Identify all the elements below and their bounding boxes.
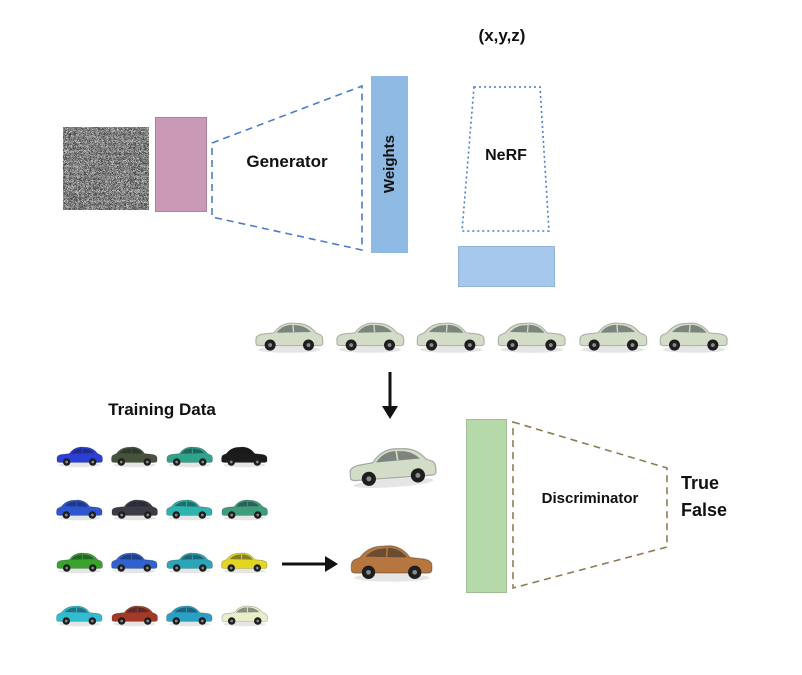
false-label: False: [681, 500, 728, 520]
generator-trapezoid: [211, 84, 363, 251]
latent-block: [155, 117, 207, 212]
car-image: [52, 534, 107, 587]
generator-outline: [211, 84, 363, 251]
nerf-outline: [461, 86, 550, 232]
right-arrow: [282, 554, 338, 574]
generated-sample-image: [339, 421, 444, 506]
rendered-views-row: [250, 303, 736, 367]
car-image: [107, 534, 162, 587]
noise-texture: [63, 127, 149, 210]
training-data-label: Training Data: [108, 400, 216, 419]
car-image: [250, 303, 328, 365]
car-image: [412, 303, 490, 365]
car-image: [217, 481, 272, 534]
down-arrow: [378, 372, 402, 420]
car-image: [162, 534, 217, 587]
car-image: [217, 428, 272, 481]
car-image: [107, 428, 162, 481]
car-image: [52, 428, 107, 481]
car-image: [52, 587, 107, 640]
car-image: [574, 303, 652, 365]
right-arrow-head: [325, 556, 338, 572]
car-image: [493, 303, 571, 365]
car-image: [52, 481, 107, 534]
car-image: [331, 303, 409, 365]
right-arrow-shaft: [282, 562, 326, 566]
car-image: [162, 428, 217, 481]
real-sample-image: [345, 528, 439, 590]
discriminator-input-block: [466, 419, 507, 593]
training-data-grid: [52, 428, 272, 640]
nerf-output-block: [458, 246, 555, 287]
discriminator-label: Discriminator: [541, 490, 639, 507]
nerf-label: NeRF: [485, 147, 527, 164]
true-label: True: [681, 473, 720, 493]
xyz-coordinates-label: (x,y,z): [478, 26, 526, 45]
down-arrow-shaft: [388, 372, 392, 408]
car-image: [107, 481, 162, 534]
car-image: [107, 587, 162, 640]
noise-input-image: [63, 127, 149, 210]
car-image: [162, 481, 217, 534]
generator-label: Generator: [246, 152, 328, 171]
output-labels: True False: [681, 470, 751, 524]
car-image: [162, 587, 217, 640]
nerf-trapezoid: [461, 86, 550, 232]
car-image: [655, 303, 733, 365]
weights-label: Weights: [381, 135, 398, 194]
car-image: [217, 534, 272, 587]
car-image: [217, 587, 272, 640]
weights-block: Weights: [371, 76, 408, 253]
down-arrow-head: [382, 406, 398, 419]
